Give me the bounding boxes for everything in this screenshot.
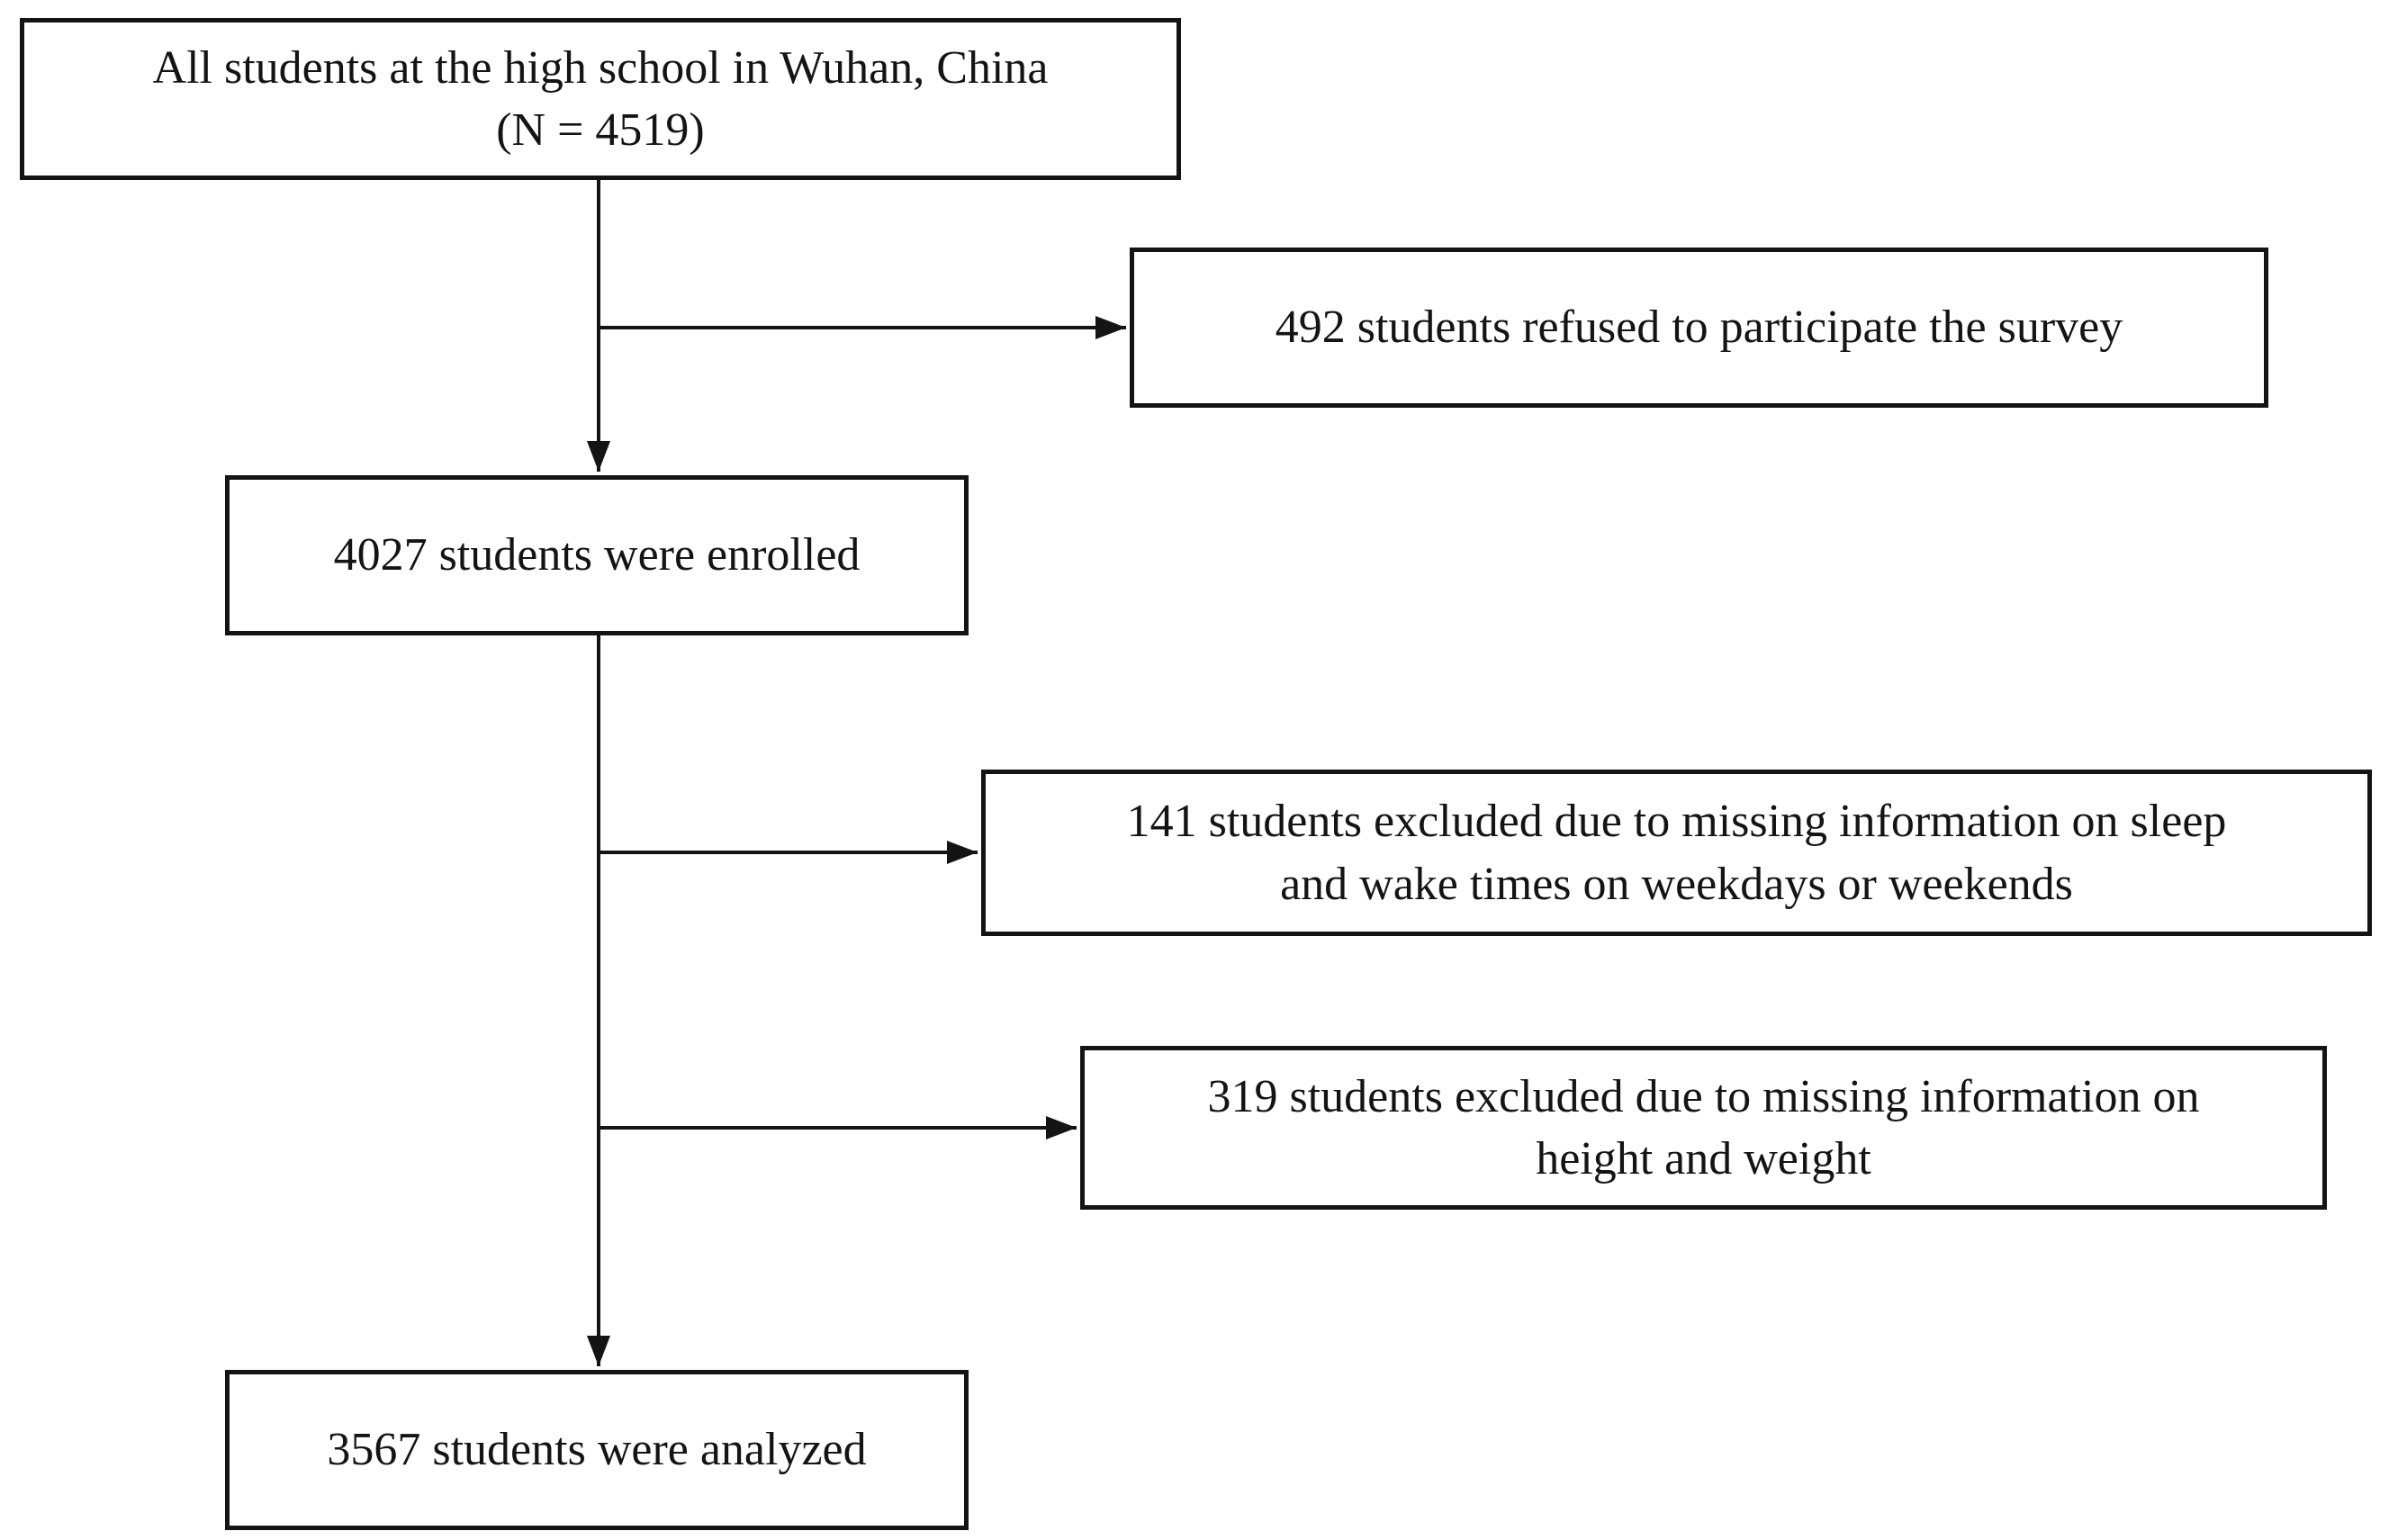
node-population-line1: All students at the high school in Wuhan… bbox=[152, 41, 1049, 94]
node-enrolled-line1: 4027 students were enrolled bbox=[333, 529, 861, 581]
node-excluded-height-weight: 319 students excluded due to missing inf… bbox=[1080, 1046, 2327, 1210]
node-excluded-sleep: 141 students excluded due to missing inf… bbox=[981, 770, 2372, 936]
node-excluded-height-weight-line2: height and weight bbox=[1536, 1133, 1871, 1184]
node-excluded-sleep-line2: and wake times on weekdays or weekends bbox=[1280, 858, 2073, 910]
node-population-line2: (N = 4519) bbox=[496, 104, 705, 156]
node-analyzed-line1: 3567 students were analyzed bbox=[327, 1424, 867, 1476]
node-population: All students at the high school in Wuhan… bbox=[20, 18, 1181, 180]
node-refused: 492 students refused to participate the … bbox=[1130, 248, 2268, 408]
node-enrolled: 4027 students were enrolled bbox=[225, 475, 969, 635]
node-refused-line1: 492 students refused to participate the … bbox=[1275, 302, 2123, 354]
node-analyzed: 3567 students were analyzed bbox=[225, 1370, 969, 1530]
node-excluded-height-weight-line1: 319 students excluded due to missing inf… bbox=[1207, 1070, 2200, 1122]
node-excluded-sleep-line1: 141 students excluded due to missing inf… bbox=[1126, 796, 2227, 848]
